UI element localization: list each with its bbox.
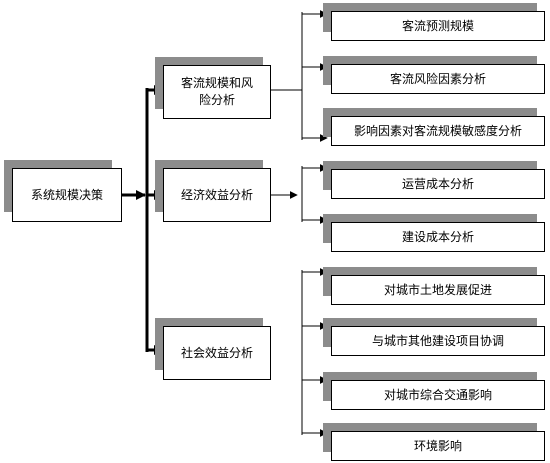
leaf-label: 客流风险因素分析 [389, 71, 486, 86]
leaf-label: 环境影响 [413, 438, 462, 453]
category-label: 经济效益分析 [180, 187, 253, 202]
leaf-label: 影响因素对客流规模敏感度分析 [353, 123, 522, 138]
leaf-box: 影响因素对客流规模敏感度分析 [331, 116, 545, 146]
category-label: 客流规模和风险分析 [180, 76, 253, 107]
leaf-box: 对城市土地发展促进 [331, 275, 545, 305]
leaf-label: 对城市土地发展促进 [383, 282, 492, 297]
leaf-box: 客流预测规模 [331, 11, 545, 41]
leaf-box: 建设成本分析 [331, 222, 545, 252]
leaf-box: 运营成本分析 [331, 169, 545, 199]
leaf-label: 运营成本分析 [401, 176, 474, 191]
root-label: 系统规模决策 [30, 187, 103, 202]
leaf-box: 与城市其他建设项目协调 [331, 326, 545, 356]
root-box: 系统规模决策 [12, 168, 122, 222]
category-box: 客流规模和风险分析 [163, 65, 271, 119]
leaf-label: 客流预测规模 [401, 18, 474, 33]
leaf-label: 与城市其他建设项目协调 [371, 333, 504, 348]
leaf-label: 建设成本分析 [401, 229, 474, 244]
leaf-box: 对城市综合交通影响 [331, 380, 545, 410]
leaf-label: 对城市综合交通影响 [383, 387, 492, 402]
leaf-box: 客流风险因素分析 [331, 64, 545, 94]
category-box: 经济效益分析 [163, 168, 271, 222]
category-box: 社会效益分析 [163, 326, 271, 380]
leaf-box: 环境影响 [331, 431, 545, 461]
category-label: 社会效益分析 [180, 345, 253, 360]
